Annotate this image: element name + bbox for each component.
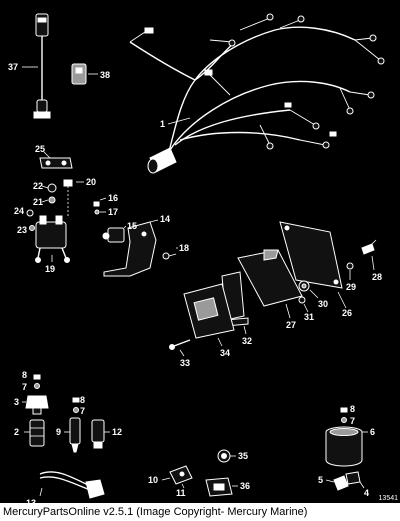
nut-16[interactable] — [93, 201, 100, 207]
mounting-bracket[interactable] — [39, 157, 73, 169]
nut-31[interactable] — [298, 296, 306, 304]
resistor-28[interactable] — [361, 239, 377, 255]
sender-3[interactable] — [25, 395, 49, 415]
callout-19: 19 — [45, 264, 55, 274]
copyright-footer: MercuryPartsOnline v2.5.1 (Image Copyrig… — [0, 503, 400, 521]
fitting-10[interactable] — [169, 465, 193, 485]
elbow-fitting-5[interactable] — [333, 475, 349, 491]
wiring-harness[interactable] — [129, 13, 385, 174]
callout-33: 33 — [180, 358, 190, 368]
sender-9[interactable] — [69, 417, 81, 453]
module-34[interactable] — [183, 283, 235, 339]
callout-11: 11 — [176, 488, 186, 498]
callout-22: 22 — [33, 181, 43, 191]
screw-24[interactable] — [26, 209, 34, 217]
callout-31: 31 — [304, 312, 314, 322]
nut-8c[interactable] — [340, 407, 348, 413]
fitting-36[interactable] — [205, 477, 233, 497]
bolt-20[interactable] — [63, 179, 73, 216]
callout-21: 21 — [33, 197, 43, 207]
relay-bracket[interactable] — [103, 221, 157, 277]
callout-10: 10 — [148, 475, 158, 485]
sender-12[interactable] — [91, 419, 105, 449]
screw-33[interactable] — [169, 339, 191, 350]
reference-number: 13541 — [378, 495, 398, 502]
callout-24: 24 — [14, 206, 24, 216]
callout-28: 28 — [372, 272, 382, 282]
callout-25: 25 — [35, 144, 45, 154]
callout-38: 38 — [100, 70, 110, 80]
pigtail-harness-13[interactable] — [39, 471, 105, 499]
relay-15[interactable] — [102, 227, 125, 243]
washer-23[interactable] — [29, 225, 35, 231]
callout-6: 6 — [370, 427, 375, 437]
callout-37: 37 — [8, 62, 18, 72]
callout-7a: 7 — [22, 382, 27, 392]
adapter-4[interactable] — [345, 471, 361, 485]
callout-15: 15 — [127, 221, 137, 231]
callout-7c: 7 — [350, 416, 355, 426]
fitting-35[interactable] — [217, 449, 231, 463]
nut-29[interactable] — [346, 262, 354, 270]
callout-29: 29 — [346, 282, 356, 292]
ecm-mounting-plate[interactable] — [279, 221, 343, 289]
callout-30: 30 — [318, 299, 328, 309]
nut-8a[interactable] — [33, 374, 41, 380]
callout-1: 1 — [160, 119, 165, 129]
washer-7c[interactable] — [341, 417, 347, 423]
gauge-6[interactable] — [325, 426, 363, 467]
callout-3: 3 — [14, 397, 19, 407]
callout-27: 27 — [286, 320, 296, 330]
nut-8b[interactable] — [72, 397, 80, 403]
callout-23: 23 — [17, 225, 27, 235]
nut-22[interactable] — [47, 183, 57, 193]
connector-plug[interactable] — [71, 63, 87, 85]
callout-34: 34 — [220, 348, 230, 358]
callout-9: 9 — [56, 427, 61, 437]
callout-35: 35 — [238, 451, 248, 461]
washer-30[interactable] — [298, 280, 310, 292]
switch-assembly[interactable] — [33, 13, 51, 119]
washer-7a[interactable] — [34, 383, 40, 389]
callout-32: 32 — [242, 336, 252, 346]
callout-14: 14 — [160, 214, 170, 224]
callout-12: 12 — [112, 427, 122, 437]
callout-8c: 8 — [350, 404, 355, 414]
callout-20: 20 — [86, 177, 96, 187]
callout-8b: 8 — [80, 395, 85, 405]
washer-21[interactable] — [48, 196, 56, 204]
washer-17[interactable] — [94, 209, 100, 215]
callout-18: 18 — [179, 243, 189, 253]
ecm-module[interactable] — [237, 249, 303, 307]
callout-36: 36 — [240, 481, 250, 491]
callout-8a: 8 — [22, 370, 27, 380]
callout-7b: 7 — [80, 406, 85, 416]
washer-7b[interactable] — [73, 407, 79, 413]
callout-5: 5 — [318, 475, 323, 485]
callout-2: 2 — [14, 427, 19, 437]
screw-18[interactable] — [162, 252, 177, 260]
callout-17: 17 — [108, 207, 118, 217]
callout-16: 16 — [108, 193, 118, 203]
solenoid-assembly[interactable] — [35, 215, 70, 263]
callout-4: 4 — [364, 488, 369, 498]
callout-26: 26 — [342, 308, 352, 318]
sender-2[interactable] — [29, 419, 45, 447]
